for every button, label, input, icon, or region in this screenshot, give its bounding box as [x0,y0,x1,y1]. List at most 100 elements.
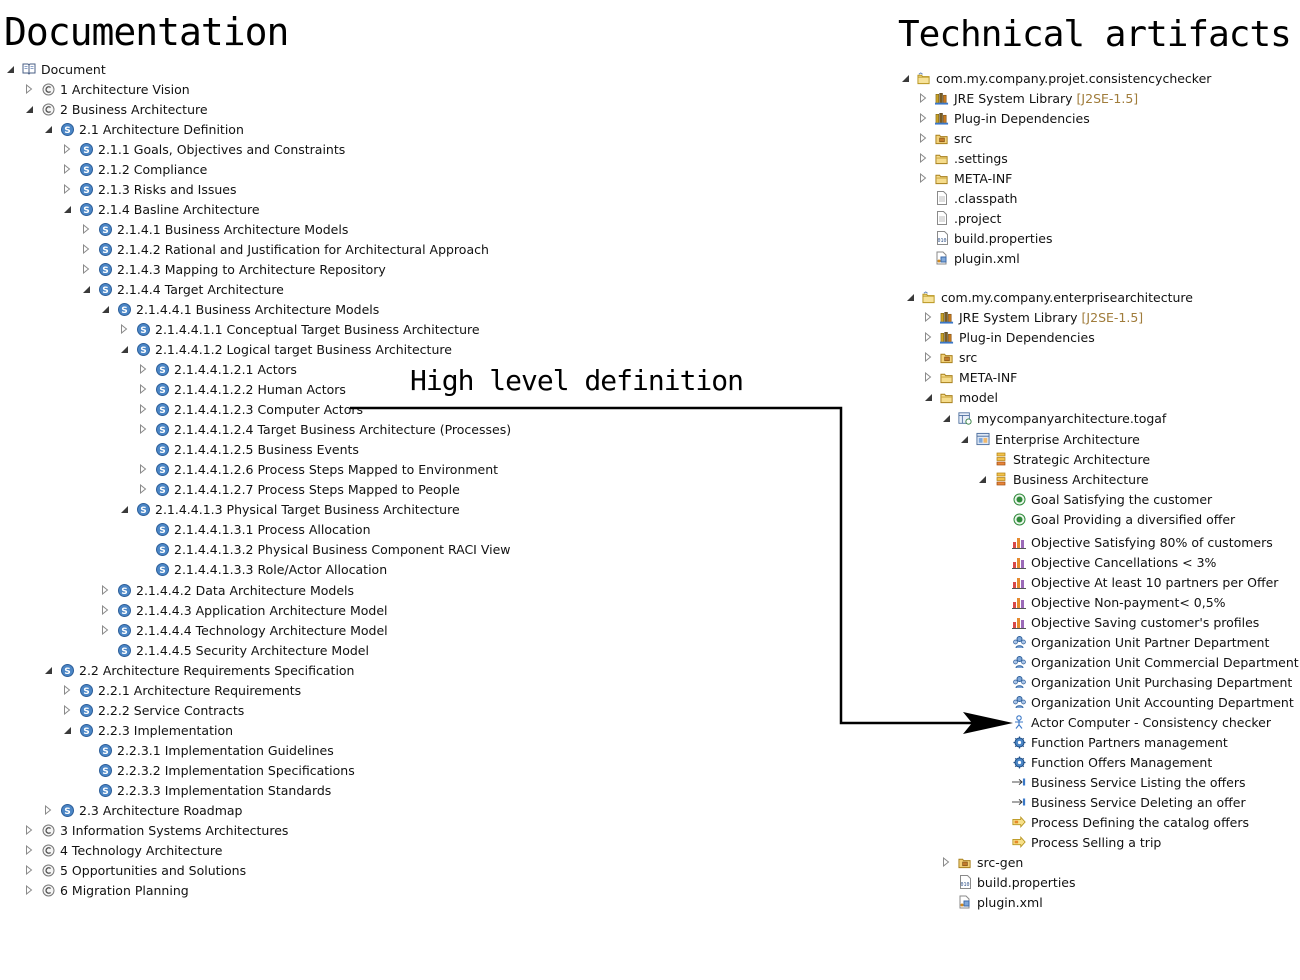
tree-item[interactable]: Organization Unit Purchasing Department [995,672,1292,692]
collapsed-arrow-icon[interactable] [24,84,34,94]
expanded-arrow-icon[interactable] [62,725,72,735]
collapsed-arrow-icon[interactable] [100,605,110,615]
collapsed-arrow-icon[interactable] [62,685,72,695]
tree-item[interactable]: META-INF [923,367,1017,387]
collapsed-arrow-icon[interactable] [24,845,34,855]
collapsed-arrow-icon[interactable] [62,705,72,715]
collapsed-arrow-icon[interactable] [923,352,933,362]
tree-item[interactable]: Strategic Architecture [977,449,1150,469]
collapsed-arrow-icon[interactable] [62,184,72,194]
tree-item[interactable]: JRE System Library[J2SE-1.5] [923,307,1143,327]
expanded-arrow-icon[interactable] [119,504,129,514]
expanded-arrow-icon[interactable] [119,344,129,354]
collapsed-arrow-icon[interactable] [918,93,928,103]
collapsed-arrow-icon[interactable] [918,153,928,163]
collapsed-arrow-icon[interactable] [923,332,933,342]
tree-item[interactable]: Goal Providing a diversified offer [995,509,1235,529]
collapsed-arrow-icon[interactable] [81,264,91,274]
collapsed-arrow-icon[interactable] [923,312,933,322]
expanded-arrow-icon[interactable] [100,304,110,314]
tree-item[interactable]: src [923,347,977,367]
collapsed-arrow-icon[interactable] [941,857,951,867]
collapsed-arrow-icon[interactable] [138,464,148,474]
expanded-arrow-icon[interactable] [900,73,910,83]
tree-item[interactable]: Objective Cancellations < 3% [995,552,1216,572]
tree-item[interactable]: Objective Saving customer's profiles [995,612,1259,632]
tree-item[interactable]: Process Defining the catalog offers [995,812,1249,832]
tree-item[interactable]: .settings [918,148,1008,168]
tree-item[interactable]: Organization Unit Accounting Department [995,692,1294,712]
tree-item[interactable]: Document [5,59,106,79]
expanded-arrow-icon[interactable] [959,434,969,444]
tree-item[interactable]: src [918,128,972,148]
collapsed-arrow-icon[interactable] [918,113,928,123]
collapsed-arrow-icon[interactable] [138,384,148,394]
expanded-arrow-icon[interactable] [5,64,15,74]
tree-item[interactable]: plugin.xml [941,892,1043,912]
tree-item[interactable]: Function Offers Management [995,752,1212,772]
tree-item[interactable]: Goal Satisfying the customer [995,489,1212,509]
expanded-arrow-icon[interactable] [43,124,53,134]
collapsed-arrow-icon[interactable] [100,585,110,595]
tree-item[interactable]: plugin.xml [918,248,1020,268]
collapsed-arrow-icon[interactable] [138,424,148,434]
tree-item[interactable]: Business Service Listing the offers [995,772,1246,792]
expanded-arrow-icon[interactable] [923,392,933,402]
tree-item[interactable]: 2 Business Architecture [24,99,208,119]
tree-item[interactable]: .project [918,208,1001,228]
collapsed-arrow-icon[interactable] [923,372,933,382]
collapsed-arrow-icon[interactable] [81,244,91,254]
tree-item[interactable]: Process Selling a trip [995,832,1161,852]
tree-item[interactable]: Objective Satisfying 80% of customers [995,532,1273,552]
tree-item[interactable]: com.my.company.enterprisearchitecture [905,287,1193,307]
tree-item[interactable]: mycompanyarchitecture.togaf [941,408,1166,428]
tree-item[interactable]: Plug-in Dependencies [918,108,1090,128]
collapsed-arrow-icon[interactable] [24,885,34,895]
expanded-arrow-icon[interactable] [81,284,91,294]
tree-item[interactable]: Enterprise Architecture [959,429,1140,449]
tree-item[interactable]: Objective Non-payment< 0,5% [995,592,1226,612]
tree-item[interactable]: Function Partners management [995,732,1228,752]
collapsed-arrow-icon[interactable] [24,865,34,875]
tree-item[interactable]: 6 Migration Planning [24,880,189,900]
expanded-arrow-icon[interactable] [24,104,34,114]
collapsed-arrow-icon[interactable] [138,364,148,374]
collapsed-arrow-icon[interactable] [62,164,72,174]
tree-item[interactable]: Objective At least 10 partners per Offer [995,572,1278,592]
tree-item[interactable]: model [923,387,998,407]
tree-item[interactable]: META-INF [918,168,1012,188]
tree-item[interactable]: Actor Computer - Consistency checker [995,712,1271,732]
tree-item[interactable]: 1 Architecture Vision [24,79,190,99]
expanded-arrow-icon[interactable] [977,474,987,484]
collapsed-arrow-icon[interactable] [43,805,53,815]
tree-item[interactable]: src-gen [941,852,1023,872]
